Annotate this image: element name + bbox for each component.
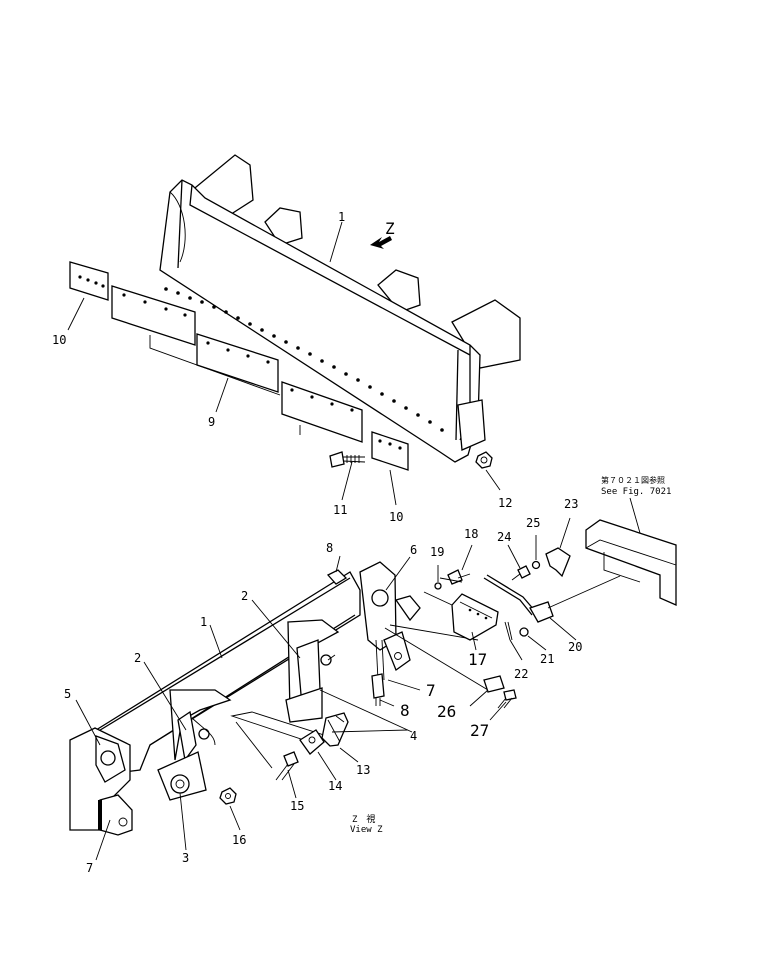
callout-27: 27 (470, 721, 489, 740)
callout-15: 15 (290, 799, 304, 813)
ref-note-jp: 第７０２１図参照 (601, 475, 665, 485)
callout-23: 23 (564, 497, 578, 511)
callout-8-top: 8 (326, 541, 333, 555)
callout-10-left: 10 (52, 333, 66, 347)
view-caption-jp: Z 視 (352, 813, 375, 825)
callout-4: 4 (410, 729, 417, 743)
callout-6: 6 (410, 543, 417, 557)
callout-22: 22 (514, 667, 528, 681)
bottom-blade-drawing (69, 547, 621, 836)
callout-10-right: 10 (389, 510, 403, 524)
top-blade-drawing: Z (67, 154, 521, 506)
callout-25: 25 (526, 516, 540, 530)
callout-3: 3 (182, 851, 189, 865)
frame-stub (585, 519, 677, 606)
bolt-holes (164, 287, 444, 432)
callout-5: 5 (64, 687, 71, 701)
bolt-and-nut-top (329, 451, 493, 469)
bottom-leaders (75, 517, 577, 861)
callout-13: 13 (356, 763, 370, 777)
callout-7-right: 7 (426, 681, 436, 700)
callout-7-left: 7 (86, 861, 93, 875)
callout-14: 14 (328, 779, 342, 793)
callout-12: 12 (498, 496, 512, 510)
callout-18: 18 (464, 527, 478, 541)
callout-2-left: 2 (134, 651, 141, 665)
callout-17: 17 (468, 650, 487, 669)
callout-9: 9 (208, 415, 215, 429)
callout-1-top: 1 (338, 210, 345, 224)
view-caption-en: View Z (350, 825, 383, 835)
callout-1-bottom: 1 (200, 615, 207, 629)
callout-26: 26 (437, 702, 456, 721)
callout-20: 20 (568, 640, 582, 654)
callout-8-lower: 8 (400, 701, 410, 720)
cutting-edge-pieces (69, 261, 409, 471)
view-marker-label: Z (385, 219, 395, 238)
ref-note-en: See Fig. 7021 (601, 487, 671, 497)
callout-2-right: 2 (241, 589, 248, 603)
callout-21: 21 (540, 652, 554, 666)
callout-11: 11 (333, 503, 347, 517)
view-arrow: Z (370, 219, 395, 249)
callout-19: 19 (430, 545, 444, 559)
top-leaders (67, 221, 501, 506)
callout-16: 16 (232, 833, 246, 847)
callout-24: 24 (497, 530, 511, 544)
